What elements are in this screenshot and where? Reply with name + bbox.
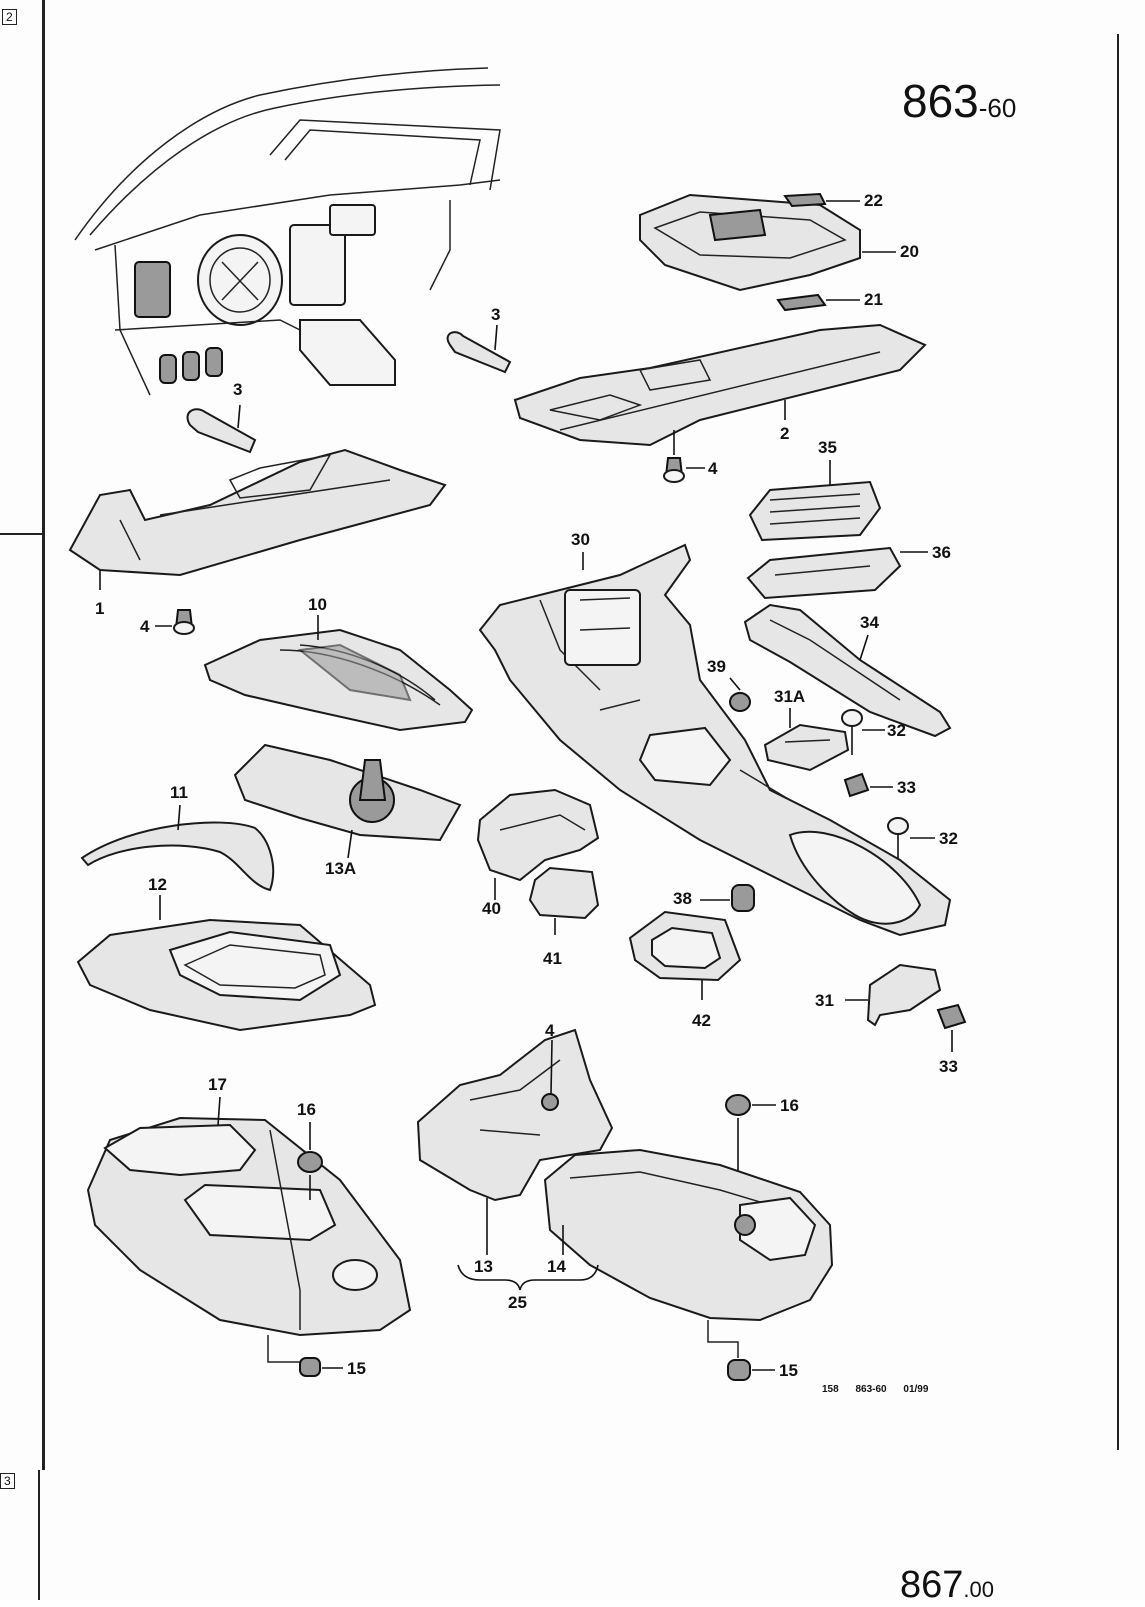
part-1-lower-panel — [68, 448, 447, 577]
part-40-cup-holder — [476, 788, 600, 882]
callout-14: 14 — [547, 1257, 566, 1276]
callout-39: 39 — [707, 657, 726, 676]
callout-13: 13 — [474, 1257, 493, 1276]
left-margin-rule-lower — [38, 1470, 40, 1600]
part-11-trim-strip — [80, 821, 275, 892]
group-25-bracket — [457, 1264, 599, 1291]
part-15-foot-b — [707, 1320, 775, 1381]
callout-10: 10 — [308, 595, 327, 614]
callout-3-left: 3 — [233, 380, 243, 399]
part-22-clip — [783, 192, 827, 208]
part-31-bracket — [866, 963, 942, 1027]
margin-tab-top: 2 — [2, 9, 17, 25]
part-13a-shifter-base — [233, 743, 462, 842]
callout-16-right: 16 — [780, 1096, 799, 1115]
part-36-bezel — [746, 546, 902, 600]
part-15-foot-a — [267, 1335, 343, 1377]
callout-4-right: 4 — [708, 459, 718, 478]
page-code: 863-60 — [902, 74, 1016, 128]
right-margin-rule — [1117, 34, 1119, 1450]
callout-31a: 31A — [774, 687, 806, 706]
part-33-nut-b — [936, 1003, 967, 1030]
next-page-code: 867.00 — [900, 1564, 994, 1607]
callout-15-right: 15 — [779, 1361, 798, 1380]
callout-16-left: 16 — [297, 1100, 316, 1119]
callout-38: 38 — [673, 889, 692, 908]
callout-32-upper: 32 — [887, 721, 906, 740]
left-margin-tick — [0, 533, 44, 535]
callout-22: 22 — [864, 191, 883, 210]
diagram-reference-code: 158 863-60 01/99 — [822, 1384, 929, 1395]
callout-36: 36 — [932, 543, 951, 562]
callout-17: 17 — [208, 1075, 227, 1094]
callout-34: 34 — [860, 613, 879, 632]
part-4-screw-a — [155, 609, 195, 635]
callout-33-upper: 33 — [897, 778, 916, 797]
page-code-suffix: -60 — [978, 93, 1017, 123]
part-34-armrest-trim — [743, 603, 952, 738]
margin-tab-bottom: 3 — [0, 1473, 15, 1489]
part-4-screw-b — [663, 430, 705, 483]
part-32-pin-b — [887, 817, 935, 858]
callout-21: 21 — [864, 290, 883, 309]
callout-40: 40 — [482, 899, 501, 918]
callout-1: 1 — [95, 599, 105, 618]
callout-30: 30 — [571, 530, 590, 549]
callout-35: 35 — [818, 438, 837, 457]
part-38-bumper — [731, 884, 755, 912]
part-3-clip-right — [446, 331, 512, 374]
callout-41: 41 — [543, 949, 562, 968]
callout-31: 31 — [815, 991, 834, 1010]
callout-42: 42 — [692, 1011, 711, 1030]
callout-12: 12 — [148, 875, 167, 894]
dashboard-overview-sketch — [74, 67, 501, 396]
part-16-grommet-a — [297, 1122, 323, 1200]
page-code-number: 863 — [902, 75, 979, 127]
part-14-armrest-base — [543, 1148, 834, 1322]
part-41-insert — [528, 866, 600, 920]
part-13-front-housing — [416, 1028, 614, 1202]
callout-3-right: 3 — [491, 305, 501, 324]
part-33-nut-a — [843, 772, 870, 798]
left-margin-rule — [42, 0, 45, 1470]
next-page-code-number: 867 — [900, 1564, 964, 1606]
callout-25: 25 — [508, 1293, 527, 1312]
callout-4-lower: 4 — [545, 1021, 555, 1040]
callout-15-left: 15 — [347, 1359, 366, 1378]
callout-20: 20 — [900, 242, 919, 261]
part-3-clip-left — [186, 408, 257, 454]
callout-13a: 13A — [325, 859, 357, 878]
part-35-vent — [748, 480, 882, 542]
next-page-code-suffix: .00 — [963, 1577, 994, 1602]
part-21-clip — [776, 293, 827, 312]
callout-4-left: 4 — [140, 617, 150, 636]
part-2-upper-panel — [513, 323, 927, 447]
callout-2: 2 — [780, 424, 790, 443]
part-20-storage-tray — [639, 193, 861, 292]
part-32-pin-a — [841, 709, 885, 755]
callout-11: 11 — [170, 783, 188, 802]
callout-32-lower: 32 — [939, 829, 958, 848]
callout-33-lower: 33 — [939, 1057, 958, 1076]
part-31a-bracket — [763, 723, 850, 772]
part-39-grommet — [729, 692, 751, 712]
